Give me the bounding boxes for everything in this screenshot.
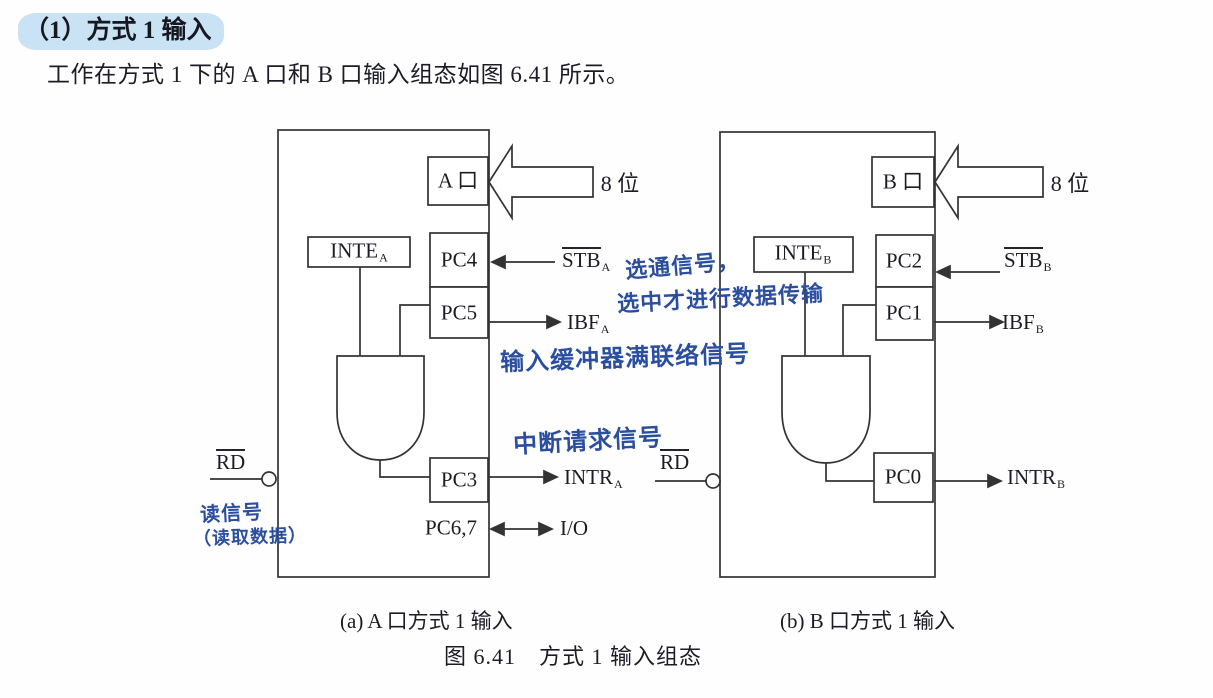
ibf-b-label: IBFB <box>1002 310 1044 336</box>
inte-a-label: INTEA <box>330 238 388 265</box>
pc0-box <box>873 452 934 503</box>
figure-caption: 图 6.41 方式 1 输入组态 <box>443 644 703 669</box>
pc3-box <box>429 457 489 503</box>
inte-b-box <box>753 236 854 273</box>
port-b-box <box>871 156 935 208</box>
caption-a: (a) A 口方式 1 输入 <box>340 609 513 633</box>
stb-b-label: STBB <box>1004 247 1052 274</box>
intr-a-label: INTRA <box>564 465 623 491</box>
bus-width-label-a: 8 位 <box>600 170 640 196</box>
port-b-label: B 口 <box>882 169 924 194</box>
and-gate-b <box>781 355 871 464</box>
stb-a-label: STBA <box>562 247 611 274</box>
rd-label-b: RD <box>660 449 690 474</box>
signal-arrows-b <box>934 264 1006 489</box>
port-a-box <box>427 156 489 206</box>
pc4-box <box>429 232 489 288</box>
wires-b <box>655 272 876 482</box>
pc0-label: PC0 <box>884 464 922 489</box>
bus-width-label-b: 8 位 <box>1050 170 1090 196</box>
inte-a-box <box>307 236 411 268</box>
section-heading: （1）方式 1 输入 <box>18 10 224 50</box>
wires-a <box>210 267 430 480</box>
pc3-label: PC3 <box>440 467 478 492</box>
inte-b-label: INTEB <box>774 240 832 267</box>
pc2-label: PC2 <box>885 248 923 273</box>
rd-label-a: RD <box>216 449 246 474</box>
pc1-label: PC1 <box>885 300 923 325</box>
pc2-box <box>875 234 934 288</box>
pc5-box <box>429 286 489 339</box>
pc1-box <box>875 286 934 341</box>
port-a-label: A 口 <box>437 168 479 193</box>
intro-sentence: 工作在方式 1 下的 A 口和 B 口输入组态如图 6.41 所示。 <box>47 62 630 87</box>
rd-inverter-bubble-b <box>705 473 721 489</box>
bus-arrow-b <box>933 143 1044 221</box>
intr-b-label: INTRB <box>1007 465 1066 491</box>
signal-arrows-a <box>488 254 563 537</box>
bus-arrow-a <box>487 143 594 221</box>
ibf-a-label: IBFA <box>567 310 610 336</box>
and-gate-a <box>336 355 425 461</box>
heading-highlight: （1）方式 1 输入 <box>18 13 224 50</box>
pc67-label: PC6,7 <box>425 515 477 540</box>
rd-inverter-bubble-a <box>261 471 277 487</box>
pc5-label: PC5 <box>440 300 478 325</box>
handwriting-rd-note-2: （读取数据） <box>192 525 308 550</box>
caption-b: (b) B 口方式 1 输入 <box>780 609 955 633</box>
pc4-label: PC4 <box>440 247 478 272</box>
io-label-a: I/O <box>560 516 588 540</box>
